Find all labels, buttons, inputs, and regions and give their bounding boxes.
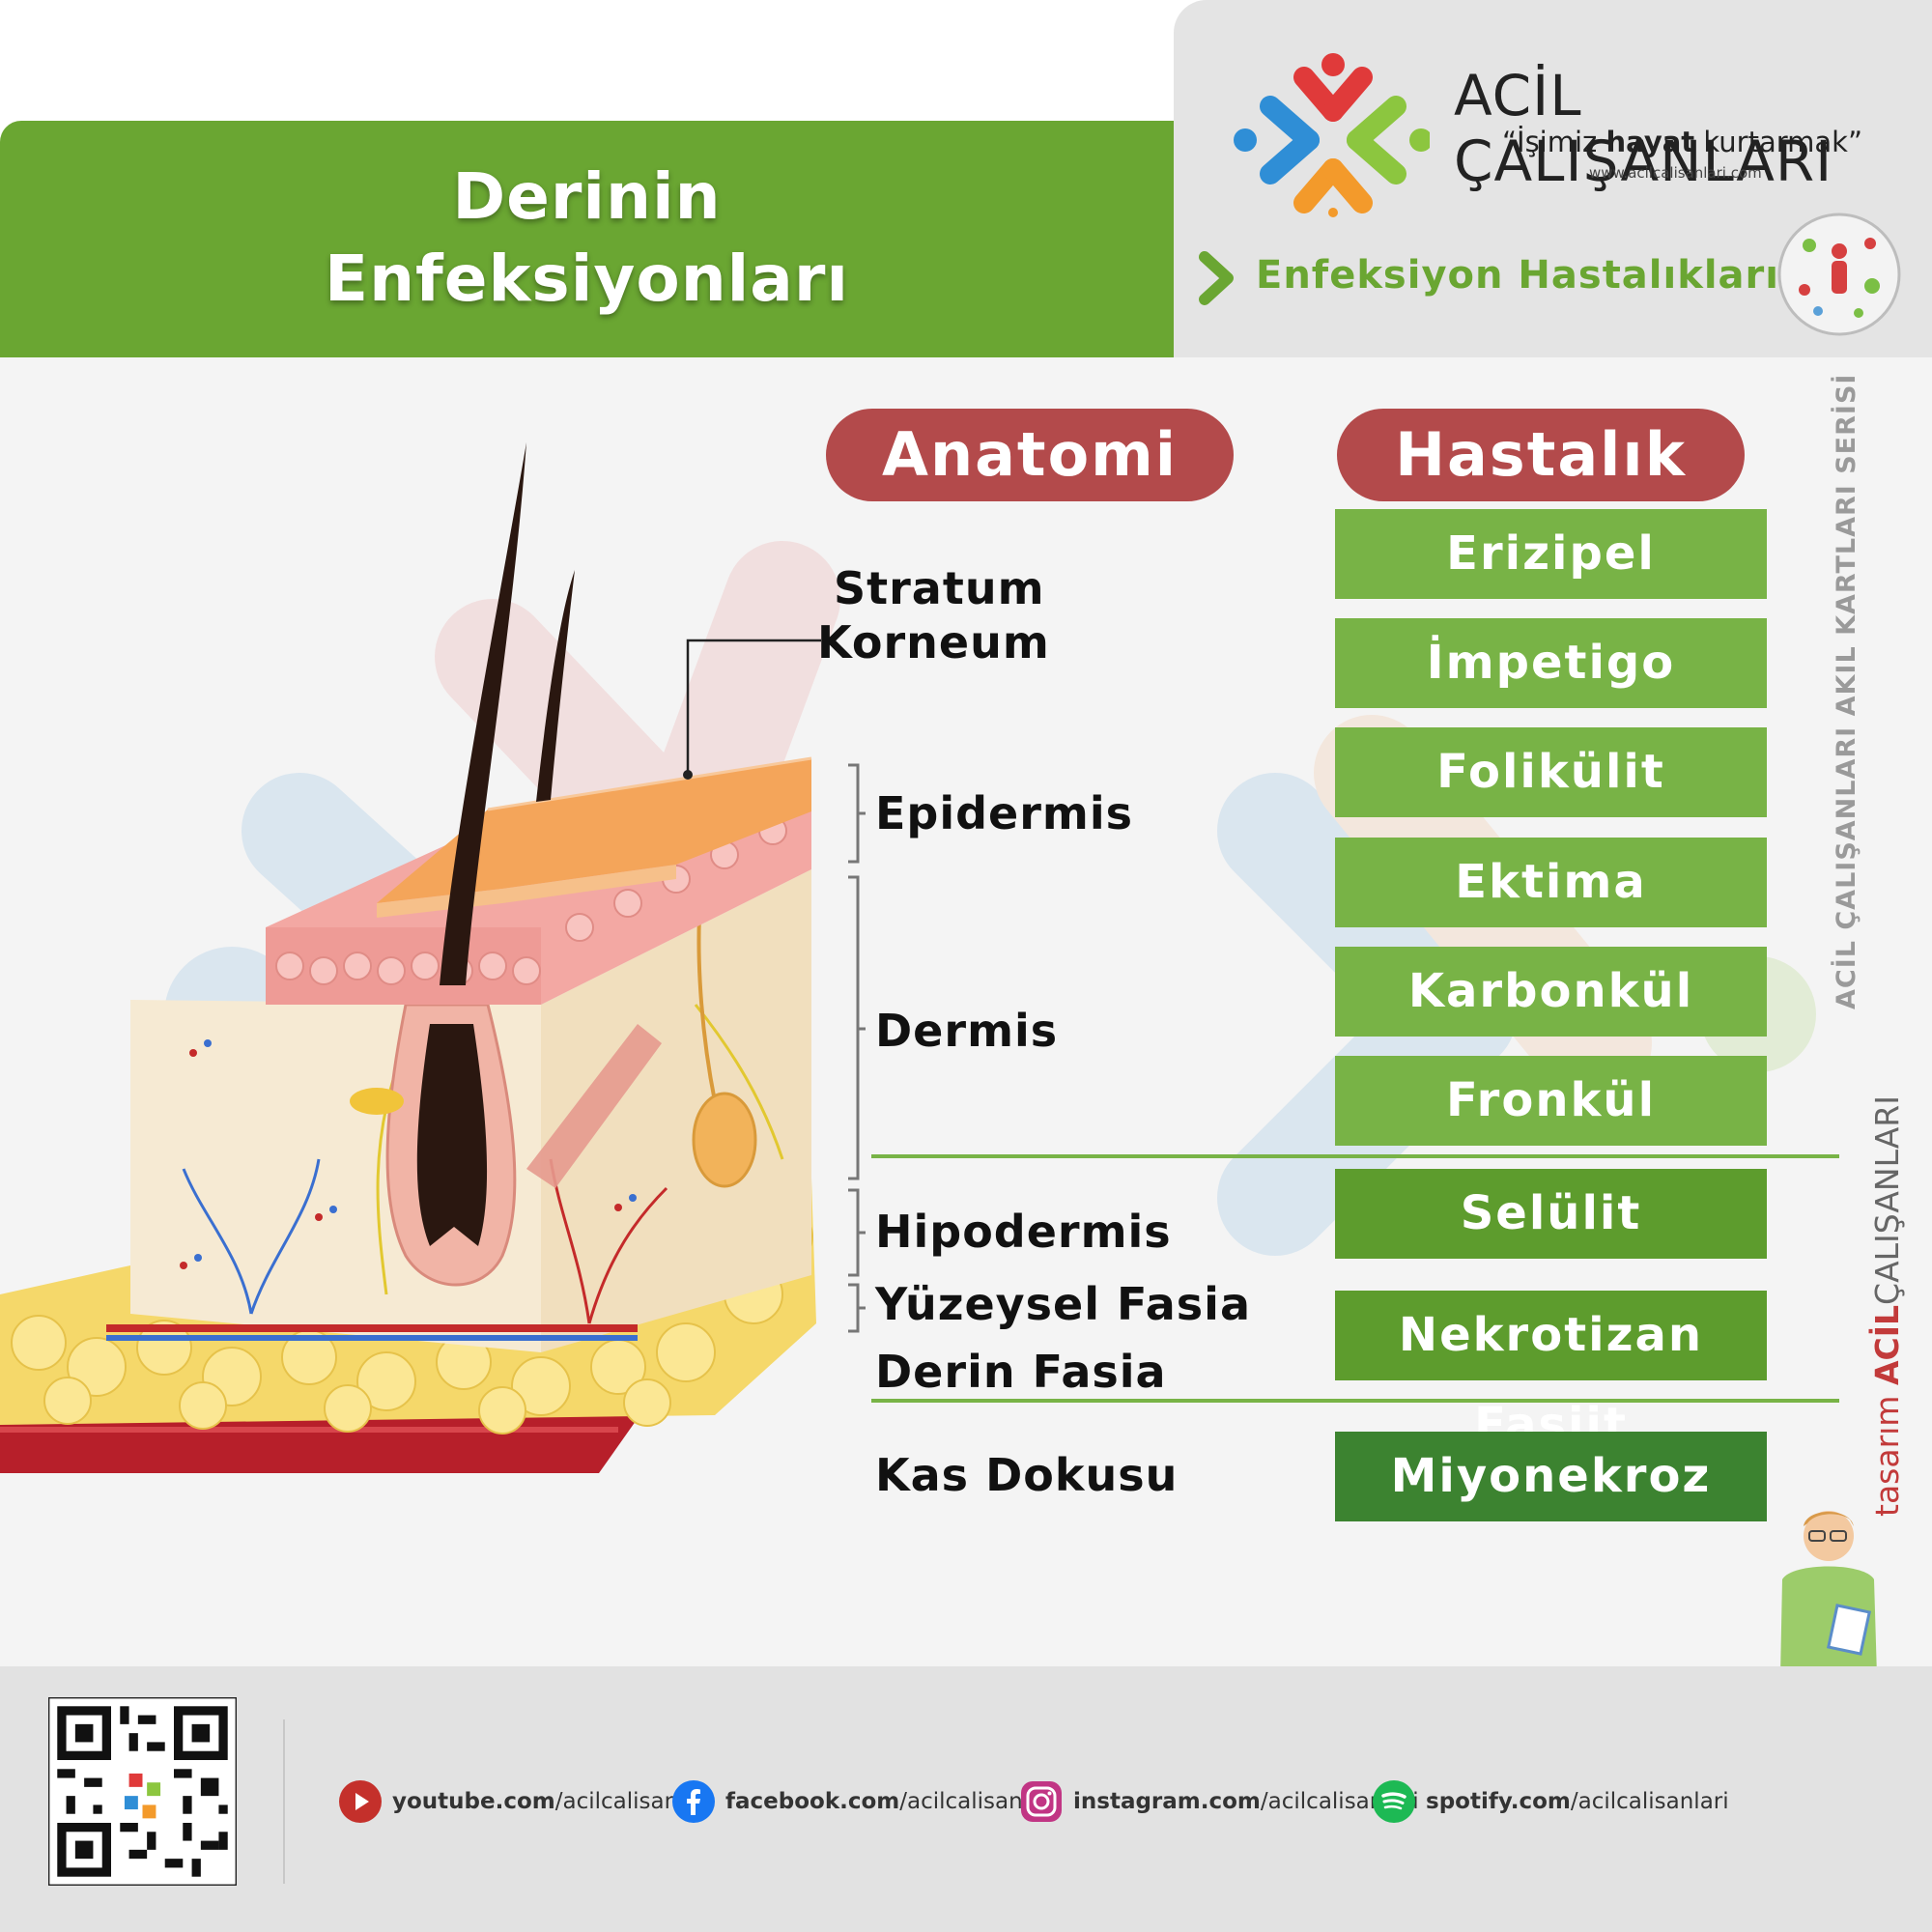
- slogan-suffix: kurtarmak”: [1694, 126, 1862, 158]
- disease-folikulit: Folikülit: [1335, 727, 1767, 817]
- dermis-label: Dermis: [875, 1005, 1059, 1057]
- divider-dermis: [871, 1154, 1839, 1158]
- facebook-domain: facebook.com: [725, 1789, 900, 1814]
- brand-url: www.acilcalisanlari.com: [1589, 164, 1762, 182]
- stratum-label-line2: Korneum: [817, 616, 1050, 668]
- spotify-icon: [1373, 1780, 1415, 1823]
- disease-selulit: Selülit: [1335, 1169, 1767, 1259]
- deep-fascia-label: Derin Fasia: [875, 1346, 1167, 1398]
- disease-column-header: Hastalık: [1337, 409, 1745, 501]
- disease-erizipel: Erizipel: [1335, 509, 1767, 599]
- footer: [0, 1666, 1932, 1932]
- design-prefix: tasarım: [1868, 1385, 1906, 1517]
- brand-name: ACİL ÇALIŞANLARI: [1454, 63, 1833, 194]
- page-title-line2: Enfeksiyonları: [324, 242, 850, 316]
- youtube-icon: [339, 1780, 382, 1823]
- facebook-icon: [672, 1780, 715, 1823]
- stratum-label-line1: Stratum: [834, 562, 1045, 614]
- disease-miyonekroz: Miyonekroz: [1335, 1432, 1767, 1521]
- hypodermis-label: Hipodermis: [875, 1206, 1172, 1258]
- title-band: [0, 121, 1174, 357]
- slogan-bold: hayat: [1605, 126, 1695, 158]
- instagram-icon: [1021, 1781, 1062, 1822]
- infection-icon: [1777, 213, 1901, 336]
- spotify-domain: spotify.com: [1426, 1789, 1571, 1814]
- anatomy-column-header: Anatomi: [826, 409, 1234, 501]
- superficial-fascia-label: Yüzeysel Fasia: [875, 1278, 1251, 1330]
- facebook-link[interactable]: facebook.com/acilcalisanlari: [671, 1780, 1058, 1823]
- instagram-link[interactable]: instagram.com/acilcalisanlari: [1019, 1780, 1419, 1823]
- muscle-label: Kas Dokusu: [875, 1449, 1179, 1501]
- stratum-leader-line: [686, 639, 821, 775]
- divider-fascia: [871, 1399, 1839, 1403]
- spotify-handle: /acilcalisanlari: [1570, 1789, 1729, 1814]
- brand-logo-icon: [1234, 53, 1430, 217]
- disease-impetigo: İmpetigo: [1335, 618, 1767, 708]
- disease-nekrotizan-fasiit: Nekrotizan Fasiit: [1335, 1291, 1767, 1452]
- chevron-right-icon: [1199, 251, 1234, 305]
- layer-brackets: [848, 763, 866, 1333]
- disease-ektima: Ektima: [1335, 838, 1767, 927]
- disease-karbonkul: Karbonkül: [1335, 947, 1767, 1037]
- footer-separator: [283, 1719, 285, 1884]
- series-vertical-label: ACİL ÇALIŞANLARI AKIL KARTLARI SERİSİ: [1832, 373, 1861, 1009]
- hair-shaft: [440, 442, 526, 985]
- skin-layers-diagram: [0, 442, 821, 1473]
- hair-follicle: [350, 1003, 517, 1287]
- disease-fronkul: Fronkül: [1335, 1056, 1767, 1146]
- epidermis-label: Epidermis: [875, 787, 1134, 839]
- dermis-layer: [106, 869, 811, 1352]
- spotify-link[interactable]: spotify.com/acilcalisanlari: [1372, 1780, 1729, 1823]
- qr-code[interactable]: [48, 1697, 237, 1886]
- brand-slogan: “İşimiz hayat kurtarmak”: [1502, 126, 1862, 158]
- design-brand-b: ÇALIŞANLARI: [1868, 1095, 1906, 1305]
- youtube-link[interactable]: youtube.com/acilcalisanlari: [338, 1780, 714, 1823]
- category-label: Enfeksiyon Hastalıkları: [1256, 253, 1779, 298]
- slogan-prefix: “İşimiz: [1502, 126, 1606, 158]
- page-title-line1: Derinin: [452, 159, 722, 234]
- hair-shaft-small: [536, 570, 575, 802]
- design-brand-a: ACİL: [1868, 1304, 1906, 1386]
- epidermis-layer: [266, 756, 812, 1005]
- youtube-domain: youtube.com: [392, 1789, 555, 1814]
- instagram-domain: instagram.com: [1073, 1789, 1261, 1814]
- design-credit-vertical: tasarım ACİLÇALIŞANLARI: [1868, 1053, 1907, 1517]
